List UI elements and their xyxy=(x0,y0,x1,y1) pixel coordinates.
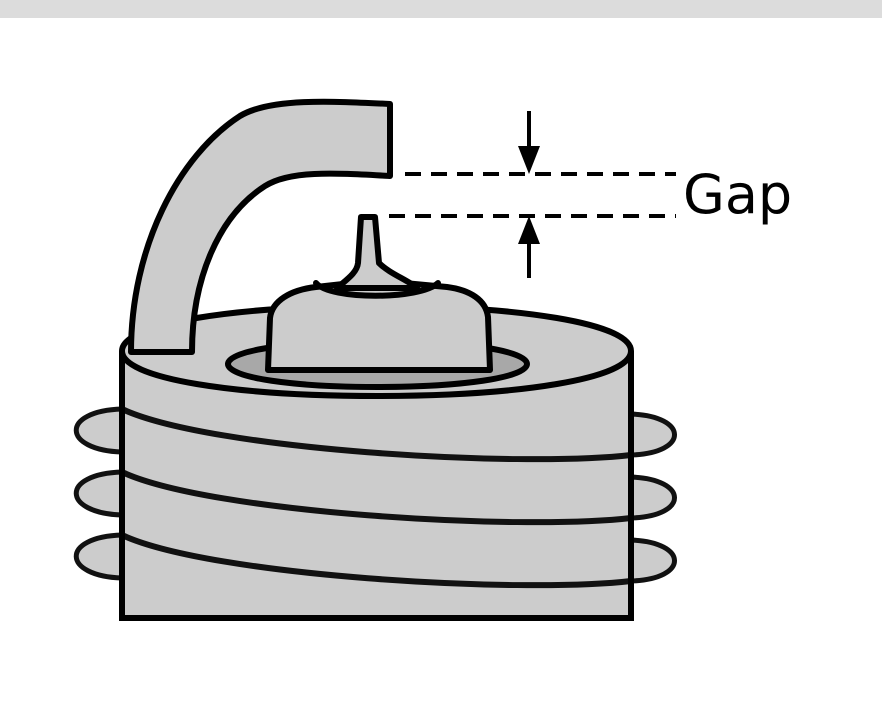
thread-right-arc-3 xyxy=(628,537,677,584)
shell-outline xyxy=(119,351,634,621)
thread-left-arc-3 xyxy=(73,532,125,581)
thread-right-arc-2 xyxy=(628,474,677,521)
gap-label: Gap xyxy=(683,163,792,226)
gap-arrow-down xyxy=(518,111,540,174)
gap-annotation-group: Gap xyxy=(389,111,792,278)
thread-sweep-2 xyxy=(119,469,634,526)
center-electrode xyxy=(334,214,420,291)
thread-left-arc-2 xyxy=(73,469,125,518)
spark-plug-figure: Gap xyxy=(0,18,882,720)
thread-sweep-1 xyxy=(119,406,634,463)
thread-sweep-3 xyxy=(119,532,634,589)
shell-group xyxy=(0,302,691,638)
ground-electrode-strap xyxy=(128,98,393,355)
thread-outer-arcs xyxy=(73,406,677,584)
shell-cylinder xyxy=(122,348,631,618)
top-gray-band xyxy=(0,0,882,18)
thread-right-arc-1 xyxy=(628,411,677,458)
thread-left-arc-1 xyxy=(73,406,125,455)
gap-arrow-up xyxy=(518,216,540,278)
thread-front-sweeps xyxy=(119,406,634,589)
insulator-collar-line xyxy=(313,280,441,299)
spark-plug-diagram-svg: Gap xyxy=(0,98,792,638)
